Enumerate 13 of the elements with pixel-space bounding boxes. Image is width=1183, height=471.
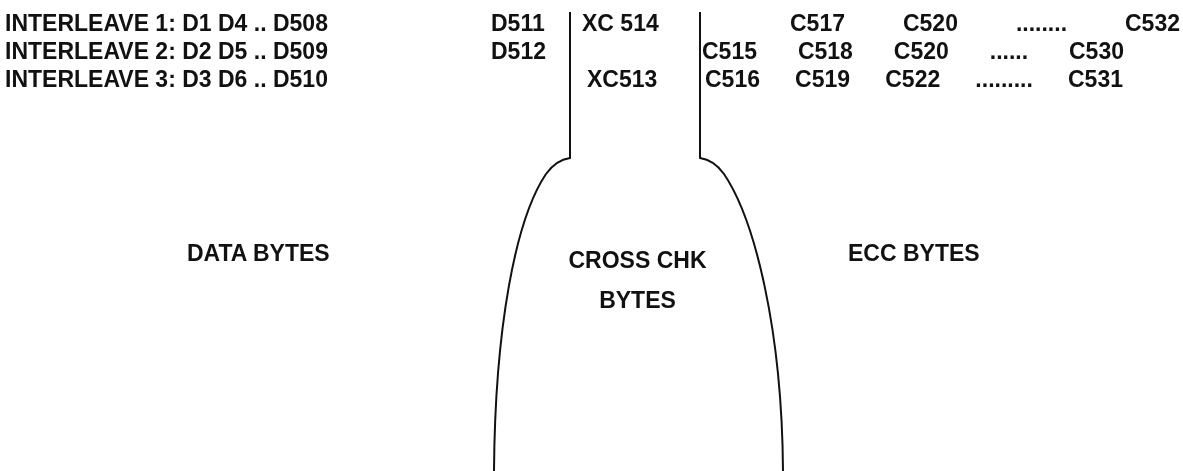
byte-sequence: C515 C518 C520 ...... C530	[702, 38, 1124, 64]
byte-sequence: C517 C520 ........ C532	[790, 10, 1180, 36]
region-label: DATA BYTES	[187, 240, 330, 266]
region-label: CROSS CHK BYTES	[567, 246, 708, 315]
row-label: INTERLEAVE 3: D3 D6 .. D510	[5, 66, 328, 92]
row-label: INTERLEAVE 2: D2 D5 .. D509	[5, 38, 328, 64]
byte-label: D512	[491, 38, 546, 64]
byte-sequence: C516 C519 C522 ......... C531	[705, 66, 1123, 92]
byte-label: XC 514	[582, 10, 659, 36]
region-label: ECC BYTES	[848, 240, 980, 266]
byte-label: XC513	[587, 66, 658, 92]
row-label: INTERLEAVE 1: D1 D4 .. D508	[5, 10, 328, 36]
byte-label: D511	[491, 10, 545, 36]
